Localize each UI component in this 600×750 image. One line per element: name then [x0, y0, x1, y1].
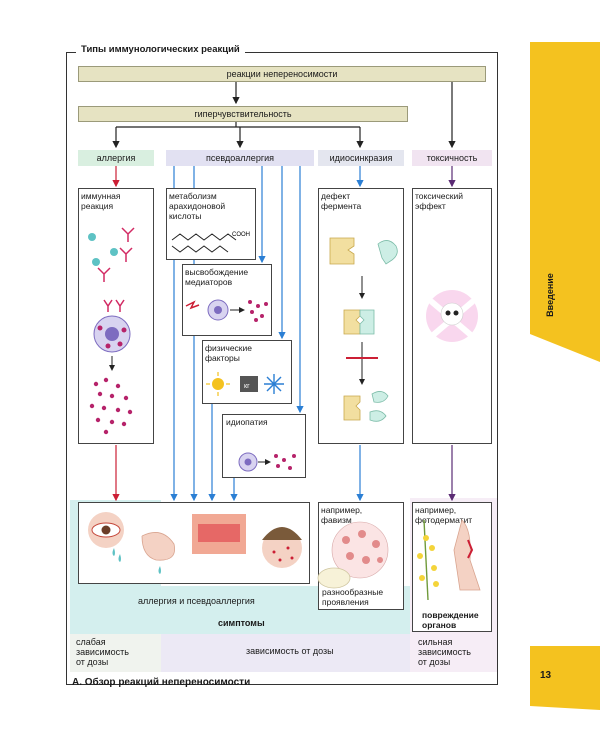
- frame-title: Типы иммунологических реакций: [76, 44, 245, 55]
- physical-label: физические факторы: [205, 343, 252, 363]
- dose-strong: сильная зависимость от дозы: [418, 637, 471, 667]
- panel-mediators: [182, 264, 272, 336]
- blood-cells-icon: [331, 521, 389, 579]
- granules-icon: [89, 377, 133, 435]
- metabolism-label: метаболизм арахидоновой кислоты: [169, 191, 226, 221]
- enzyme-icon: [329, 237, 398, 422]
- dose-mid-band: [161, 634, 410, 672]
- figure-caption: А. Обзор реакций непереносимости: [72, 677, 251, 688]
- panel-photo: [412, 502, 492, 632]
- category-tox: токсичность: [412, 150, 492, 166]
- weight-icon: [240, 376, 258, 392]
- bean-icon: [317, 567, 351, 589]
- top-bar: реакции непереносимости: [78, 66, 486, 82]
- skin-rash-icon: [192, 514, 246, 554]
- dose-weak-band: [70, 634, 161, 672]
- immune-label: иммунная реакция: [81, 191, 121, 211]
- plant-leg-icon: [417, 519, 481, 601]
- antibody-icon: [88, 227, 135, 282]
- favism-note: разнообразные проявления: [322, 587, 384, 607]
- dose-weak: слабая зависимость от дозы: [76, 637, 129, 667]
- skull-icon: [426, 290, 478, 342]
- second-bar: гиперчувствительность: [78, 106, 408, 122]
- panel-metabolism: [166, 188, 256, 260]
- mediator-release-icon: [185, 299, 268, 322]
- mediators-label: высвобождение медиаторов: [185, 267, 249, 287]
- nose-icon: [141, 532, 175, 574]
- dose-right-band: [410, 634, 498, 672]
- enzyme-label: дефект фермента: [321, 191, 362, 211]
- toxic-label: токсический эффект: [415, 191, 463, 211]
- panel-idiopathy: [222, 414, 306, 478]
- idiopathy-cell-icon: [238, 452, 296, 472]
- favism-label: например, фавизм: [321, 505, 363, 525]
- dose-mid: зависимость от дозы: [246, 646, 334, 656]
- photo-label: например, фотодерматит: [415, 505, 473, 525]
- formula-text: COOH: [232, 232, 250, 238]
- panel-physical: [202, 340, 292, 404]
- snowflake-icon: [264, 374, 284, 394]
- idiopathy-label: идиопатия: [226, 417, 268, 427]
- sun-icon: [206, 372, 230, 396]
- eye-icon: [88, 512, 124, 562]
- face-rash-icon: [262, 527, 302, 568]
- allergy-pseudo-label: аллергия и псевдоаллергия: [138, 596, 255, 606]
- mast-cell-icon: [93, 299, 131, 371]
- diagram-frame: [66, 52, 498, 685]
- page-number: 13: [540, 670, 552, 681]
- category-idio: идиосинкразия: [318, 150, 404, 166]
- category-allergy: аллергия: [78, 150, 154, 166]
- symptoms-label: симптомы: [218, 618, 265, 628]
- category-pseudo: псевдоаллергия: [166, 150, 314, 166]
- arachidonic-acid-icon: [171, 233, 237, 253]
- photo-note: повреждение органов: [422, 610, 479, 630]
- weight-text: кг: [244, 383, 250, 390]
